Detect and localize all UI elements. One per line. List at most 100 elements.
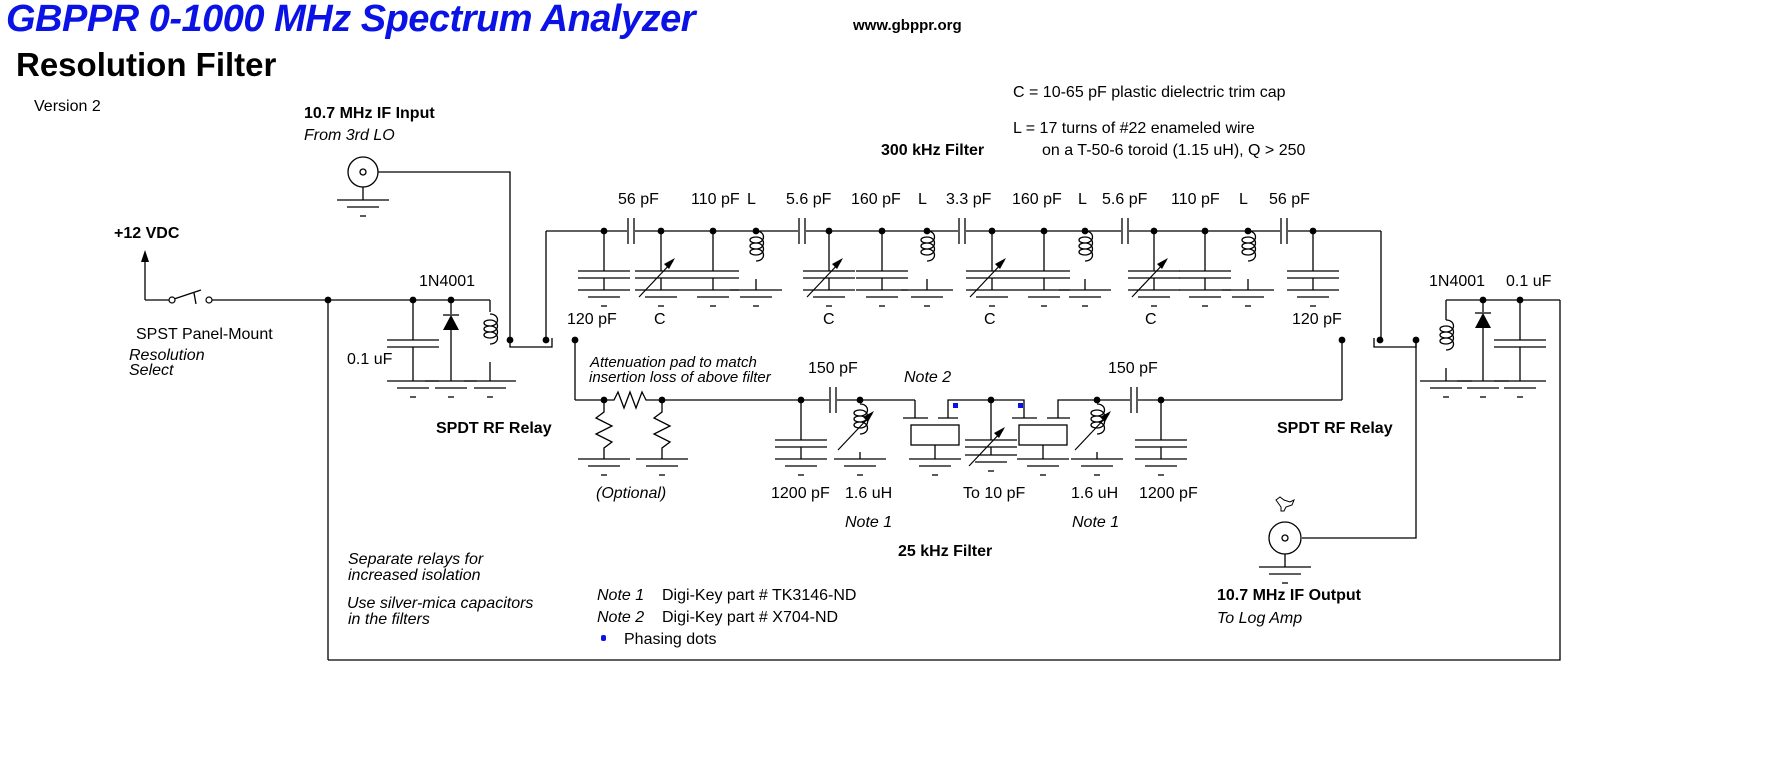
- phasing-dots-text: Phasing dots: [624, 631, 717, 648]
- inductor-icon: [749, 230, 765, 262]
- junction-dot: [709, 227, 717, 235]
- capacitor-icon: [1286, 270, 1340, 279]
- c9-label: 56 pF: [1269, 191, 1310, 208]
- diode-icon: [1475, 313, 1491, 328]
- separate-relays-note-line2: increased isolation: [348, 567, 481, 584]
- filter-300k-title: 300 kHz Filter: [881, 142, 985, 159]
- pad-note-line2: insertion loss of above filter: [589, 369, 771, 386]
- junction-dot: [1040, 227, 1048, 235]
- inductor-right-label: 1.6 uH: [1071, 485, 1119, 502]
- l3-label: L: [1078, 191, 1087, 208]
- series-capacitor-icon: [627, 217, 635, 245]
- capacitor-icon: [1134, 439, 1188, 448]
- if-output-sublabel: To Log Amp: [1217, 610, 1303, 627]
- l4-label: L: [1239, 191, 1248, 208]
- junction-dot: [1338, 336, 1346, 344]
- silver-mica-note-line2: in the filters: [348, 611, 430, 628]
- capacitor-icon: [855, 270, 909, 279]
- capacitor-icon: [577, 270, 631, 279]
- junction-dot: [856, 396, 864, 404]
- junction-dot: [1309, 227, 1317, 235]
- pad-note-line1: Attenuation pad to match: [590, 354, 757, 371]
- left-relay-label: SPDT RF Relay: [436, 420, 552, 437]
- junction-dot: [1516, 296, 1524, 304]
- junction-dot: [878, 227, 886, 235]
- right-relay-cap-label: 0.1 uF: [1506, 273, 1552, 290]
- inductor-right-note: Note 1: [1072, 514, 1120, 531]
- coax-connector-icon: [1268, 521, 1302, 555]
- junction-dot: [600, 227, 608, 235]
- trim-c4-label: C: [1145, 311, 1157, 328]
- components: [141, 156, 1547, 584]
- ground-icon: [1493, 380, 1547, 398]
- c3-label: 5.6 pF: [786, 191, 832, 208]
- junction-dot: [324, 296, 332, 304]
- ground-icon: [386, 380, 440, 398]
- coax-center-icon: [359, 168, 367, 176]
- junction-dot: [1412, 336, 1420, 344]
- if-input-connector-icon[interactable]: [348, 157, 378, 187]
- junction-dot: [447, 296, 455, 304]
- switch-lever-icon: [173, 289, 202, 300]
- ground-icon: [774, 458, 828, 476]
- c7-label: 5.6 pF: [1102, 191, 1148, 208]
- switch-function-line1: Resolution: [129, 347, 205, 364]
- wire: [193, 292, 197, 305]
- junction-dot: [1376, 336, 1384, 344]
- c2-label: 110 pF: [691, 191, 740, 208]
- capacitor-icon: [386, 339, 440, 348]
- ground-icon: [855, 289, 909, 307]
- note2-tag: Note 2: [597, 609, 645, 626]
- l2-label: L: [918, 191, 927, 208]
- phasing-dot-icon: [953, 403, 958, 408]
- junction-dot: [542, 336, 550, 344]
- series-capacitor-icon: [798, 217, 806, 245]
- ground-icon: [635, 458, 689, 476]
- note1-text: Digi-Key part # TK3146-ND: [662, 587, 857, 604]
- ground-icon: [1058, 289, 1112, 307]
- shunt-resistor-icon: [652, 400, 672, 459]
- phasing-dot-icon: [1018, 403, 1023, 408]
- switch-terminal-icon: [205, 296, 213, 304]
- crystal-icon: [1018, 424, 1068, 446]
- trim-c1-label: C: [654, 311, 666, 328]
- ground-icon: [1419, 380, 1473, 398]
- note1-tag: Note 1: [597, 587, 645, 604]
- crystal-note: Note 2: [904, 369, 952, 386]
- l-definition-line1: L = 17 turns of #22 enameled wire: [1013, 120, 1255, 137]
- c4-label: 160 pF: [851, 191, 901, 208]
- junction-dot: [1157, 396, 1165, 404]
- series-capacitor-icon: [1280, 217, 1288, 245]
- ground-icon: [1017, 289, 1071, 307]
- l-definition-line2: on a T-50-6 toroid (1.15 uH), Q > 250: [1042, 142, 1306, 159]
- junction-dot: [657, 227, 665, 235]
- website-link[interactable]: www.gbppr.org: [853, 17, 962, 34]
- ground-icon: [729, 289, 783, 307]
- if-input-sublabel: From 3rd LO: [304, 127, 395, 144]
- separate-relays-note-line1: Separate relays for: [348, 551, 484, 568]
- filter-25k-title: 25 kHz Filter: [898, 543, 993, 560]
- resolution-select-switch[interactable]: [165, 286, 215, 310]
- supply-arrow-icon: [141, 250, 149, 262]
- series-cap-right-label: 150 pF: [1108, 360, 1158, 377]
- junction-dot: [987, 396, 995, 404]
- series-capacitor-icon: [829, 386, 837, 414]
- capacitor-icon: [1493, 339, 1547, 348]
- crystal-icon: [910, 424, 960, 446]
- coax-center-icon: [1281, 534, 1289, 542]
- wire: [947, 399, 1025, 418]
- relay-coil-icon: [483, 313, 499, 345]
- shunt-cap-left-label: 1200 pF: [771, 485, 830, 502]
- inductor-icon: [920, 230, 936, 262]
- ground-icon: [1134, 458, 1188, 476]
- ground-icon: [1178, 289, 1232, 307]
- series-capacitor-icon: [958, 217, 966, 245]
- inductor-icon: [1078, 230, 1094, 262]
- output-wire: [1302, 340, 1417, 539]
- version-label: Version 2: [34, 98, 101, 115]
- if-output-connector-icon[interactable]: [1269, 520, 1303, 554]
- if-output-label: 10.7 MHz IF Output: [1217, 587, 1361, 604]
- coax-connector-icon: [347, 156, 379, 188]
- ground-icon: [577, 289, 631, 307]
